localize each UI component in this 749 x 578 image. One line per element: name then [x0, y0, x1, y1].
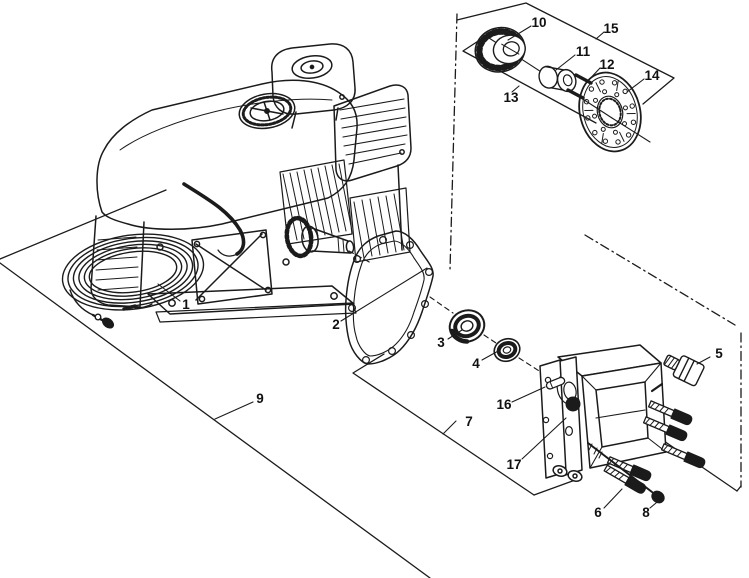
frame9-bottom-edge	[0, 262, 431, 578]
leader-7	[442, 420, 457, 435]
cable-tail-b	[134, 303, 153, 309]
engine	[90, 43, 412, 323]
callout-16: 16	[496, 397, 512, 412]
ball-bearing	[448, 309, 486, 344]
leader-2	[340, 267, 428, 322]
housing-gasket	[344, 230, 434, 365]
leader-1	[157, 283, 181, 302]
air-cleaner-box	[270, 43, 356, 129]
plug-fitting	[650, 354, 705, 393]
disc-holes	[583, 79, 637, 145]
leader-lines	[157, 25, 711, 509]
fuel-cap	[238, 92, 296, 130]
cable-tail-a	[69, 289, 94, 316]
callout-2: 2	[332, 317, 340, 332]
frame7-edge	[352, 353, 535, 496]
housing-drain-hole	[564, 426, 573, 437]
cable-ring	[94, 313, 102, 321]
callout-15: 15	[603, 21, 619, 36]
callout-7: 7	[465, 414, 473, 429]
crankshaft	[284, 215, 355, 259]
callout-4: 4	[472, 356, 480, 371]
long-bolt	[587, 442, 665, 504]
leader-17	[521, 417, 567, 460]
cable-coil	[61, 233, 205, 329]
dashdot-left-vertical	[449, 13, 458, 271]
assembly-axis-lines	[348, 37, 651, 377]
leader-11	[555, 54, 576, 71]
leader-6	[603, 488, 623, 509]
callout-6: 6	[594, 505, 602, 520]
gear-housing	[539, 344, 667, 482]
dashdot-diagonal	[584, 234, 736, 326]
bolt	[660, 441, 707, 470]
leader-15	[595, 31, 605, 40]
leader-4	[481, 349, 501, 361]
leader-8	[649, 497, 663, 509]
frame7-edge-right	[533, 478, 579, 496]
gasket-bearing-dash	[429, 296, 454, 314]
callout-10: 10	[531, 15, 546, 30]
callout-labels: 1 2 3 4 5 6 7 8 9 10 11 12 13 14 15 16 1…	[182, 15, 723, 520]
leader-10	[507, 25, 532, 41]
leader-12	[585, 67, 601, 84]
bullet-connector	[101, 317, 115, 329]
callout-1: 1	[182, 297, 190, 312]
air-cleaner-cap	[291, 55, 333, 79]
engine-cable	[182, 182, 246, 256]
leader-13	[511, 85, 520, 93]
leader-14	[626, 78, 645, 93]
disc-spline-hole	[596, 95, 624, 129]
perforated-disc	[578, 71, 642, 153]
callout-12: 12	[599, 57, 614, 72]
leader-16	[511, 386, 546, 403]
housing-feet	[552, 465, 583, 482]
callout-5: 5	[715, 346, 723, 361]
drive-gear	[474, 26, 526, 73]
leader-5	[696, 356, 711, 365]
callout-17: 17	[506, 457, 521, 472]
oil-seal	[493, 337, 521, 363]
callout-14: 14	[644, 68, 660, 83]
bearing-seal-dash	[483, 334, 497, 344]
fuel-tank	[96, 79, 358, 230]
callout-11: 11	[576, 44, 591, 59]
frame9-top-edge	[0, 189, 167, 260]
frame7-corner-join	[736, 485, 742, 492]
plug-button	[565, 396, 581, 412]
callout-9: 9	[256, 391, 264, 406]
callout-13: 13	[503, 90, 519, 105]
gasket-bolt-holes	[348, 236, 434, 365]
muffler	[333, 84, 412, 182]
callout-3: 3	[437, 335, 445, 350]
spade-terminal	[122, 304, 137, 311]
callout-8: 8	[642, 505, 650, 520]
dowel-pin	[545, 376, 566, 390]
leader-3	[447, 329, 463, 340]
leader-9	[214, 401, 254, 420]
engine-block	[90, 159, 411, 323]
frame15-edge	[456, 2, 675, 105]
